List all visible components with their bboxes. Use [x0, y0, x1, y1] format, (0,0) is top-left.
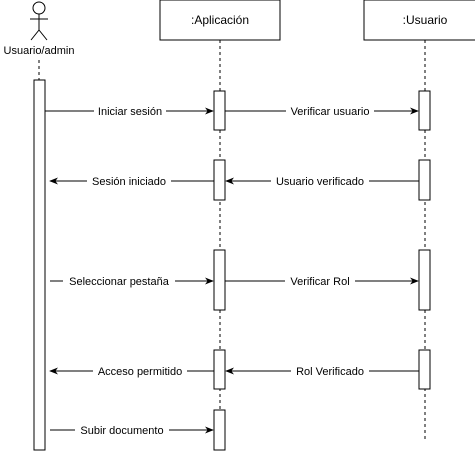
message-verificar-usuario: Verificar usuario — [225, 104, 419, 118]
participant-app-label: :Aplicación — [191, 13, 249, 27]
message-seleccionar-pestana: Seleccionar pestaña — [50, 274, 214, 288]
activation-user-4 — [418, 349, 431, 390]
participant-user-label: :Usuario — [403, 13, 448, 27]
activation-app-1 — [213, 90, 226, 131]
message-subir-documento: Subir documento — [50, 423, 214, 437]
participant-user-box — [363, 0, 475, 41]
message-label: Subir documento — [80, 425, 163, 437]
actor-label: Usuario/admin — [4, 45, 75, 57]
activation-app-5 — [213, 409, 226, 451]
message-rol-verificado: Rol Verificado — [225, 364, 419, 378]
participant-app-box — [159, 0, 281, 41]
message-usuario-verificado: Usuario verificado — [225, 174, 419, 188]
activation-app-4 — [213, 349, 226, 390]
message-label: Usuario verificado — [276, 176, 364, 188]
activation-actor — [33, 79, 46, 451]
message-label: Acceso permitido — [98, 366, 182, 378]
activation-user-1 — [418, 90, 431, 131]
message-label: Verificar usuario — [291, 106, 370, 118]
message-verificar-rol: Verificar Rol — [225, 274, 419, 288]
actor-icon — [30, 1, 48, 41]
activation-user-3 — [418, 249, 431, 311]
message-label: Rol Verificado — [296, 366, 364, 378]
activation-user-2 — [418, 159, 431, 201]
message-label: Seleccionar pestaña — [69, 276, 170, 288]
message-sesion-iniciado: Sesión iniciado — [49, 174, 214, 188]
activation-app-3 — [213, 249, 226, 311]
message-acceso-permitido: Acceso permitido — [49, 364, 214, 378]
message-label: Verificar Rol — [290, 276, 349, 288]
message-label: Iniciar sesión — [98, 106, 162, 118]
message-iniciar-sesion: Iniciar sesión — [45, 104, 214, 118]
activation-app-2 — [213, 159, 226, 201]
message-label: Sesión iniciado — [92, 176, 166, 188]
